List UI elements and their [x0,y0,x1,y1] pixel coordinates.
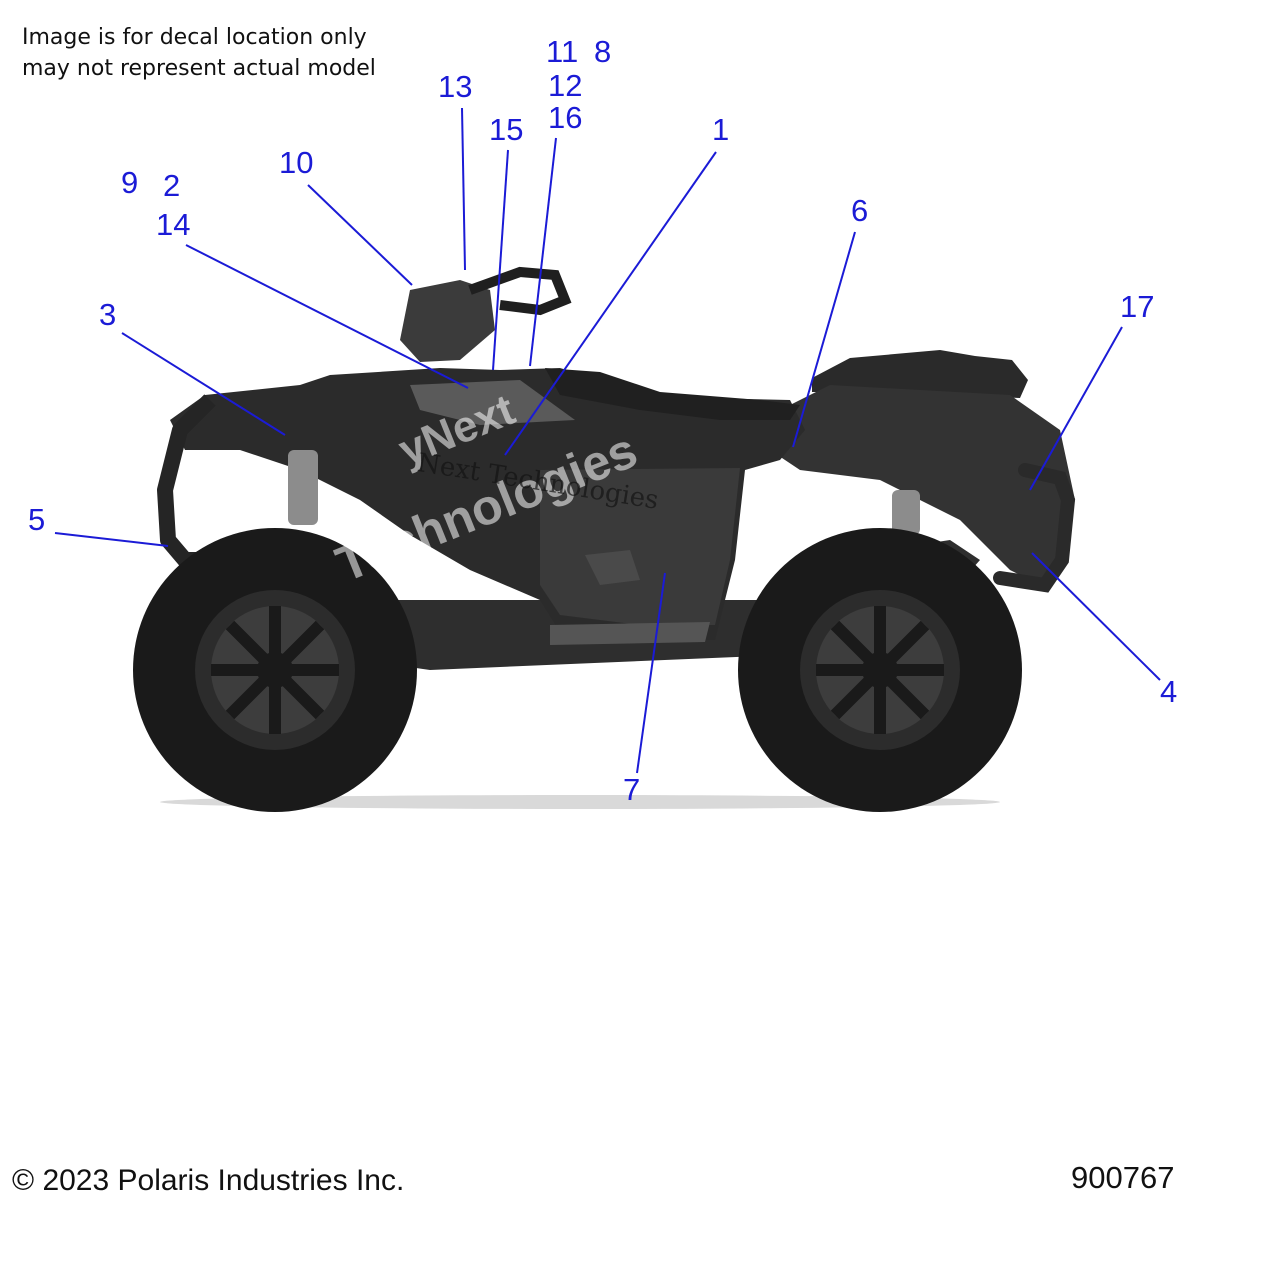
callout-9: 9 [121,165,138,200]
leader-lines [54,107,1161,774]
leader-13 [461,107,466,271]
footwell-step [550,622,710,645]
atv-illustration [133,266,1076,812]
side-vent [585,550,640,585]
leader-1 [504,151,717,456]
leader-17 [1029,326,1123,491]
callout-1: 1 [712,112,729,147]
callout-12: 12 [548,68,582,103]
seat [545,368,800,420]
leader-5 [54,532,169,547]
callout-15: 15 [489,112,523,147]
leader-15 [492,149,509,371]
side-panel [540,468,740,625]
callout-8: 8 [594,34,611,69]
leader-3 [121,332,286,436]
front-shock [288,450,318,525]
callout-16: 16 [548,100,582,135]
rear-shock [892,490,920,535]
callout-3: 3 [99,297,116,332]
callout-numbers: 1 2 3 4 5 6 7 8 9 10 11 12 13 14 15 16 1… [28,34,1177,807]
callout-4: 4 [1160,674,1177,709]
headlight-pod [400,280,495,362]
disclaimer-note: Image is for decal location only may not… [22,22,376,84]
disclaimer-line-1: Image is for decal location only [22,25,367,50]
callout-2: 2 [163,168,180,203]
rear-wheel [738,528,1022,812]
leader-14 [185,244,469,389]
rear-rack [812,350,1028,398]
callout-13: 13 [438,69,472,104]
leader-4 [1031,552,1161,681]
disclaimer-line-2: may not represent actual model [22,56,376,81]
callout-10: 10 [279,145,313,180]
handlebar [468,266,572,316]
leader-10 [307,184,413,286]
rear-bumper [993,463,1076,593]
leader-7 [636,572,666,774]
front-wheel [133,528,417,812]
ground-shadow [160,795,1000,809]
leader-16 [529,137,557,367]
callout-6: 6 [851,193,868,228]
callout-5: 5 [28,502,45,537]
callout-7: 7 [623,772,640,807]
rear-fender [770,385,1075,585]
callout-14: 14 [156,207,190,242]
copyright-text: © 2023 Polaris Industries Inc. [12,1164,405,1197]
callout-17: 17 [1120,289,1154,324]
leader-6 [792,231,856,448]
part-number: 900767 [1071,1160,1175,1195]
callout-11: 11 [546,34,578,69]
